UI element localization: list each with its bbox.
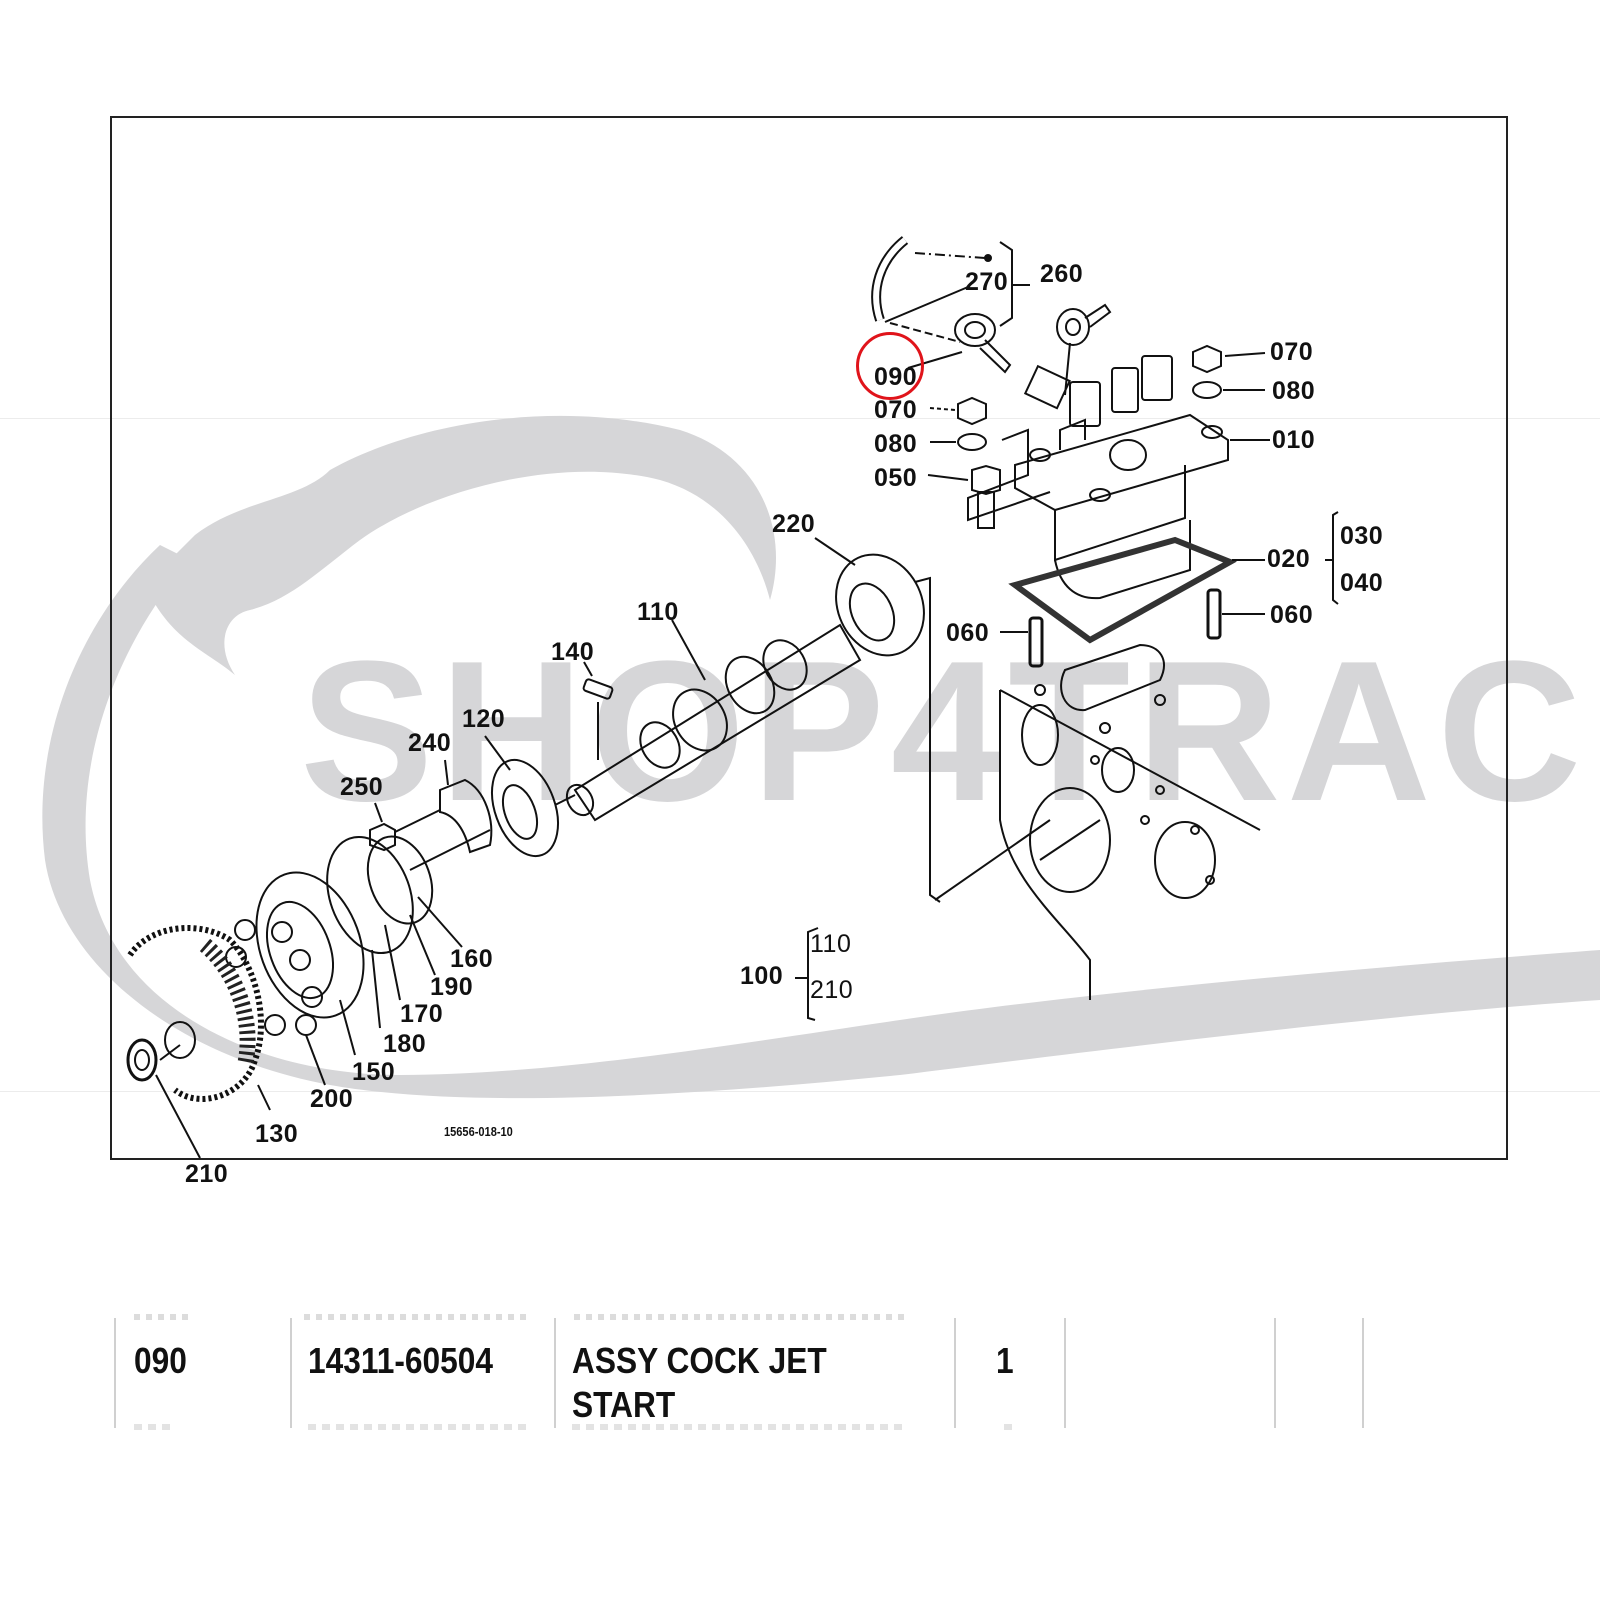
callout-220[interactable]: 220: [772, 510, 816, 538]
cut-off-row-above: [574, 1314, 904, 1320]
callout-010[interactable]: 010: [1272, 426, 1316, 454]
column-divider: [1274, 1318, 1276, 1428]
callout-200[interactable]: 200: [310, 1085, 354, 1113]
callout-210[interactable]: 210: [185, 1160, 229, 1188]
callout-070-left[interactable]: 070: [874, 396, 918, 424]
callout-250[interactable]: 250: [340, 773, 384, 801]
callout-120[interactable]: 120: [462, 705, 506, 733]
callout-040[interactable]: 040: [1340, 569, 1384, 597]
callout-260[interactable]: 260: [1040, 260, 1084, 288]
cell-description-line2: START: [572, 1384, 676, 1425]
callout-180[interactable]: 180: [383, 1030, 427, 1058]
drawing-number: 15656-018-10: [444, 1124, 513, 1139]
cut-off-row-below: [1004, 1424, 1014, 1430]
callout-050[interactable]: 050: [874, 464, 918, 492]
callout-160[interactable]: 160: [450, 945, 494, 973]
callout-170[interactable]: 170: [400, 1000, 444, 1028]
callout-090[interactable]: 090: [874, 363, 918, 391]
cell-ref-no: 090: [134, 1340, 187, 1381]
cell-part-number[interactable]: 14311-60504: [308, 1340, 493, 1381]
callout-140[interactable]: 140: [551, 638, 595, 666]
cell-description-line1: ASSY COCK JET: [572, 1340, 827, 1381]
callout-020[interactable]: 020: [1267, 545, 1311, 573]
svg-text:SHOP4TRAC: SHOP4TRAC: [300, 620, 1588, 843]
callout-100[interactable]: 100: [740, 962, 784, 990]
cut-off-row-above: [134, 1314, 194, 1320]
parts-table: 090 14311-60504 ASSY COCK JET START 1: [114, 1314, 1364, 1430]
callout-080-right[interactable]: 080: [1272, 377, 1316, 405]
cut-off-row-below: [572, 1424, 902, 1430]
callout-100-range-start: 110: [810, 930, 852, 958]
column-divider: [290, 1318, 292, 1428]
column-divider: [954, 1318, 956, 1428]
cut-off-row-above: [304, 1314, 529, 1320]
column-divider: [554, 1318, 556, 1428]
callout-100-range-end: 210: [810, 976, 854, 1004]
callout-080-left[interactable]: 080: [874, 430, 918, 458]
callout-130[interactable]: 130: [255, 1120, 299, 1148]
callout-110[interactable]: 110: [637, 598, 679, 626]
column-divider: [114, 1318, 116, 1428]
cell-quantity: 1: [996, 1340, 1014, 1381]
callout-240[interactable]: 240: [408, 729, 452, 757]
callout-030[interactable]: 030: [1340, 522, 1384, 550]
cut-off-row-below: [134, 1424, 174, 1430]
watermark-band: [0, 418, 1600, 1092]
diagram-frame: [110, 116, 1508, 1160]
highlight-circle-090: [856, 332, 924, 400]
callout-060-left[interactable]: 060: [946, 619, 990, 647]
cut-off-row-below: [308, 1424, 528, 1430]
callout-150[interactable]: 150: [352, 1058, 396, 1086]
callout-060-right[interactable]: 060: [1270, 601, 1314, 629]
callout-070-right[interactable]: 070: [1270, 338, 1314, 366]
callout-270[interactable]: 270: [965, 268, 1009, 296]
column-divider: [1362, 1318, 1364, 1428]
column-divider: [1064, 1318, 1066, 1428]
callout-190[interactable]: 190: [430, 973, 474, 1001]
